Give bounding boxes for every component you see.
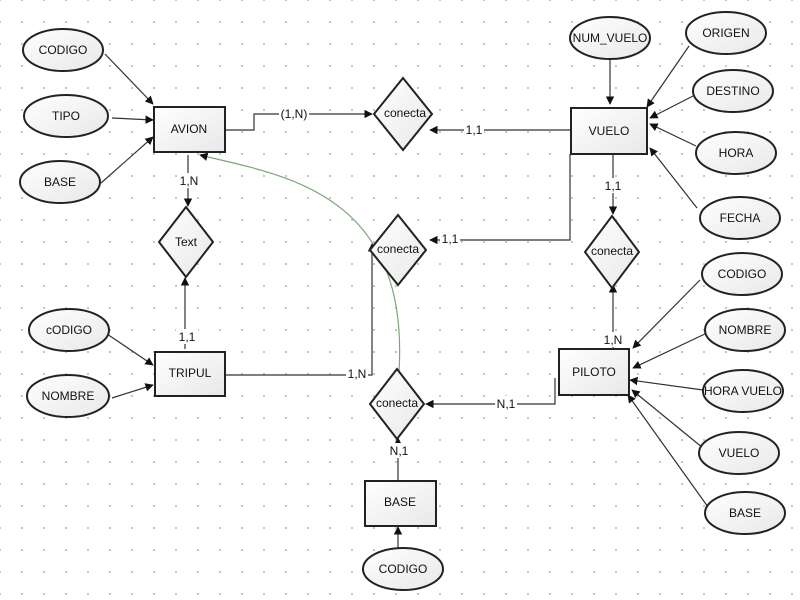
relationship-conecta-right-diamond[interactable] xyxy=(583,214,641,290)
attr-piloto-nombre-label: NOMBRE xyxy=(719,323,772,337)
edge-piloto-codigo xyxy=(632,279,701,349)
edge-vuelo-conecta-middle xyxy=(429,154,571,245)
edge-tripul-codigo xyxy=(106,333,154,366)
relationship-conecta-middle-diamond[interactable] xyxy=(368,213,428,287)
attr-vuelo-origen-ellipse[interactable] xyxy=(685,11,767,55)
entity-piloto-box[interactable] xyxy=(558,348,630,396)
cardinality-base-conecta: N,1 xyxy=(390,444,409,458)
entity-vuelo-box[interactable] xyxy=(570,107,648,155)
edge-tripul-nombre xyxy=(111,383,154,399)
edge-piloto-conecta xyxy=(425,378,556,409)
attr-piloto-vuelo-ellipse[interactable] xyxy=(698,431,780,475)
cardinality-avion-text: 1,N xyxy=(180,174,199,188)
cardinality-tripul-conecta: 1,N xyxy=(348,367,367,381)
attr-piloto-horavuelo-label: HORA VUELO xyxy=(704,384,782,398)
attr-vuelo-hora-label: HORA xyxy=(719,146,754,160)
edge-piloto-nombre xyxy=(632,332,708,369)
relationship-conecta-bottom-diamond[interactable] xyxy=(368,367,426,441)
edge-avion-codigo xyxy=(104,53,154,105)
attr-tripul-codigo-ellipse[interactable] xyxy=(28,308,110,352)
edge-avion-conecta xyxy=(225,109,373,131)
attr-tripul-nombre-label: NOMBRE xyxy=(42,389,95,403)
attr-avion-base-label: BASE xyxy=(44,175,76,189)
relationship-conecta-right-label: conecta xyxy=(591,244,633,258)
entity-piloto-label: PILOTO xyxy=(572,365,616,379)
green-curve-connector xyxy=(199,152,401,373)
entity-avion-box[interactable] xyxy=(153,106,226,153)
attr-vuelo-fecha-label: FECHA xyxy=(720,211,761,225)
cardinality-tripul-text: 1,1 xyxy=(179,330,196,344)
attr-piloto-base-ellipse[interactable] xyxy=(704,491,786,535)
attr-vuelo-destino-ellipse[interactable] xyxy=(692,69,774,113)
cardinality-piloto-up: 1,N xyxy=(604,333,623,347)
edge-vuelo-origen xyxy=(646,45,690,108)
cardinality-vuelo-down: 1,1 xyxy=(605,179,622,193)
cardinality-vuelo-conecta-middle: 1,1 xyxy=(442,232,459,246)
attr-vuelo-fecha-ellipse[interactable] xyxy=(699,196,781,240)
relationship-conecta-top-diamond[interactable] xyxy=(372,76,434,152)
edge-piloto-vuelo xyxy=(631,389,704,449)
entity-base-label: BASE xyxy=(384,495,416,509)
edge-vuelo-fecha xyxy=(649,147,698,209)
attr-vuelo-destino-label: DESTINO xyxy=(706,84,759,98)
entity-tripul-box[interactable] xyxy=(154,351,226,397)
relationship-text-label: Text xyxy=(175,235,198,249)
attr-avion-base-ellipse[interactable] xyxy=(19,160,101,204)
attr-piloto-codigo-ellipse[interactable] xyxy=(701,252,783,296)
relationship-conecta-top-label: conecta xyxy=(384,106,426,120)
edge-avion-tipo xyxy=(111,115,154,124)
attr-piloto-base-label: BASE xyxy=(729,506,761,520)
entity-avion-label: AVION xyxy=(171,122,207,136)
attr-vuelo-numvuelo-ellipse[interactable] xyxy=(569,16,651,60)
attr-avion-tipo-ellipse[interactable] xyxy=(23,94,109,138)
cardinality-vuelo-conecta: 1,1 xyxy=(466,123,483,137)
attr-vuelo-origen-label: ORIGEN xyxy=(702,26,749,40)
relationship-conecta-middle-label: conecta xyxy=(377,242,419,256)
attr-avion-tipo-label: TIPO xyxy=(52,109,80,123)
attr-vuelo-numvuelo-label: NUM_VUELO xyxy=(573,31,648,45)
attr-tripul-nombre-ellipse[interactable] xyxy=(26,374,110,418)
cardinality-avion-conecta: (1,N) xyxy=(281,107,308,121)
relationship-conecta-bottom-label: conecta xyxy=(376,396,418,410)
attr-piloto-nombre-ellipse[interactable] xyxy=(704,308,786,352)
attr-avion-codigo-ellipse[interactable] xyxy=(22,28,104,72)
attr-piloto-codigo-label: CODIGO xyxy=(718,267,767,281)
edge-piloto-horavuelo xyxy=(629,376,704,391)
edge-tripul-conecta xyxy=(225,243,377,376)
edge-vuelo-destino xyxy=(649,95,694,119)
attr-tripul-codigo-label: cODIGO xyxy=(46,323,92,337)
attr-vuelo-hora-ellipse[interactable] xyxy=(695,131,777,175)
entity-base-box[interactable] xyxy=(364,480,437,527)
relationship-text-diamond[interactable] xyxy=(157,205,215,279)
attr-piloto-horavuelo-ellipse[interactable] xyxy=(702,369,784,413)
entity-vuelo-label: VUELO xyxy=(589,124,630,138)
attr-piloto-vuelo-label: VUELO xyxy=(719,446,760,460)
edge-piloto-base xyxy=(627,394,709,508)
entity-tripul-label: TRIPUL xyxy=(169,366,212,380)
edge-avion-base xyxy=(100,136,154,184)
attr-base-codigo-ellipse[interactable] xyxy=(362,547,444,591)
attr-avion-codigo-label: CODIGO xyxy=(39,43,88,57)
cardinality-piloto-conecta: N,1 xyxy=(497,397,516,411)
edge-vuelo-hora xyxy=(649,123,697,147)
attr-base-codigo-label: CODIGO xyxy=(379,562,428,576)
